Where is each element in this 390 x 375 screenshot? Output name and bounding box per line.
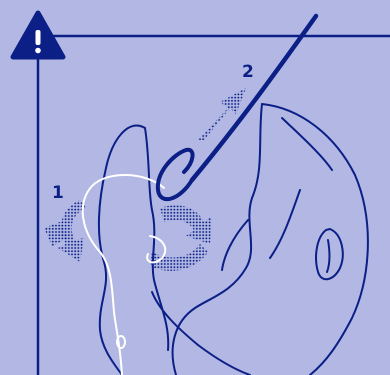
insert-direction-arrow [198, 88, 246, 140]
rotation-arrow-left [44, 200, 86, 262]
earpiece-wire [81, 174, 167, 375]
frame-lines [36, 34, 390, 375]
insertion-tool [155, 13, 319, 202]
rotation-arrow-right [150, 205, 212, 271]
step-1-label: 1 [52, 183, 64, 203]
warning-triangle-icon [10, 10, 66, 60]
ear-outline [97, 103, 369, 375]
step-2-label: 2 [242, 62, 254, 82]
